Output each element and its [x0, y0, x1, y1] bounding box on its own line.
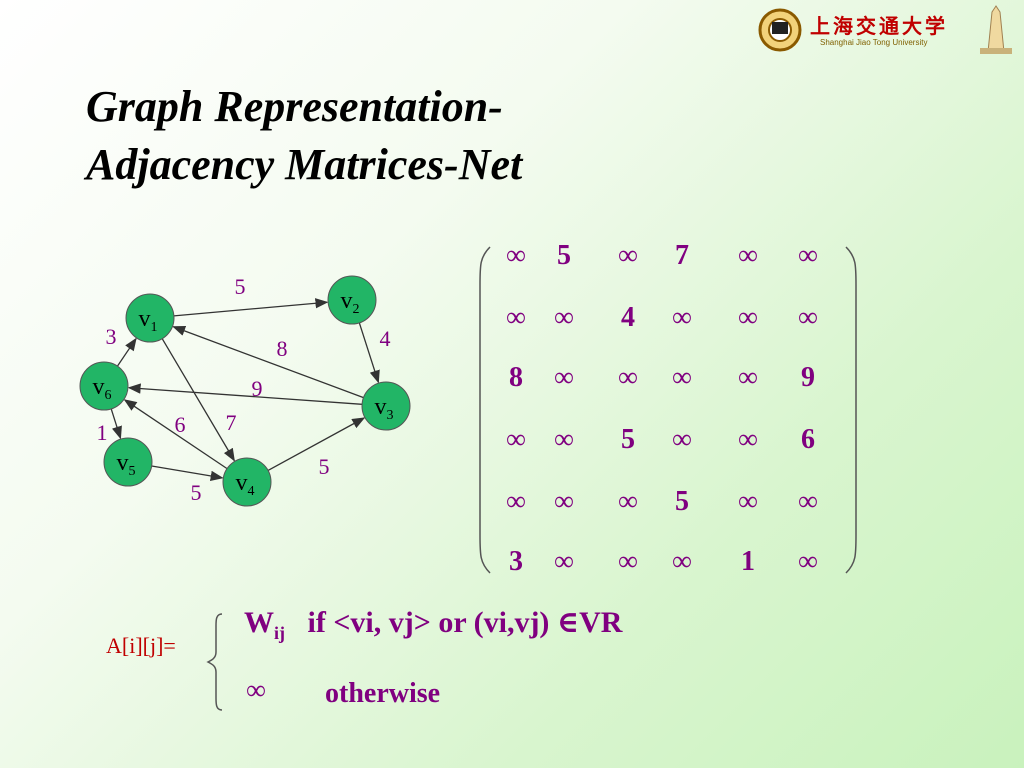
title-line-2: Adjacency Matrices-Net: [86, 140, 523, 189]
matrix-cell-r2-c4: ∞: [672, 302, 692, 333]
formula-infinity: ∞: [246, 675, 266, 706]
edge-v3-v1: [172, 325, 364, 399]
edge-weight-v1-v4: 7: [226, 410, 237, 435]
university-logo: [758, 5, 1012, 54]
matrix-cell-r6-c2: ∞: [554, 546, 574, 577]
matrix-cell-r5-c5: ∞: [738, 486, 758, 517]
edge-v2-v3: [358, 322, 380, 384]
weight-subscript: ij: [274, 623, 285, 643]
matrix-right-bracket: [845, 246, 857, 574]
formula-weight-case: Wij if <vi, vj> or (vi,vj) ∈VR: [244, 605, 622, 644]
matrix-cell-r4-c2: ∞: [554, 424, 574, 455]
logo-subtitle: Shanghai Jiao Tong University: [820, 38, 928, 47]
matrix-cell-r3-c5: ∞: [738, 362, 758, 393]
title-line-1: Graph Representation-: [86, 82, 503, 131]
matrix-cell-r6-c3: ∞: [618, 546, 638, 577]
edge-weight-v6-v5: 1: [97, 420, 108, 445]
edge-v6-v1: [116, 337, 137, 367]
node-v5: v5: [103, 437, 153, 487]
weight-condition: if <vi, vj> or (vi,vj) ∈VR: [307, 606, 623, 639]
matrix-cell-r1-c3: ∞: [618, 240, 638, 271]
edge-weight-v4-v6: 6: [175, 412, 186, 437]
edge-v1-v4: [161, 338, 235, 462]
matrix-cell-r3-c3: ∞: [618, 362, 638, 393]
edge-weight-v5-v4: 5: [191, 480, 202, 505]
matrix-cell-r6-c4: ∞: [672, 546, 692, 577]
edge-v6-v5: [110, 408, 122, 440]
node-v6: v6: [79, 361, 129, 411]
matrix-cell-r2-c1: ∞: [506, 302, 526, 333]
matrix-cell-r2-c2: ∞: [554, 302, 574, 333]
matrix-cell-r5-c2: ∞: [554, 486, 574, 517]
matrix-cell-r3-c1: 8: [509, 362, 523, 393]
matrix-cell-r4-c5: ∞: [738, 424, 758, 455]
matrix-cell-r6-c1: 3: [509, 546, 523, 577]
edge-weight-v6-v1: 3: [106, 324, 117, 349]
directed-graph: 5 4 897 5 6 5 3 1 v1 v2 v3 v4 v5 v6: [79, 274, 411, 507]
node-v2: v2: [327, 275, 377, 325]
matrix-cell-r5-c6: ∞: [798, 486, 818, 517]
edge-v3-v6: [127, 383, 363, 405]
edge-weight-v2-v3: 4: [380, 326, 391, 351]
matrix-cell-r6-c5: 1: [741, 546, 755, 577]
matrix-cell-r4-c4: ∞: [672, 424, 692, 455]
edge-v1-v2: [173, 298, 329, 317]
edge-weight-v1-v2: 5: [235, 274, 246, 299]
matrix-cell-r4-c1: ∞: [506, 424, 526, 455]
node-v1: v1: [125, 293, 175, 343]
logo-text: 上海交通大学: [810, 16, 948, 38]
edge-weight-v4-v3: 5: [319, 454, 330, 479]
node-v4: v4: [222, 457, 272, 507]
matrix-cell-r5-c4: 5: [675, 486, 689, 517]
matrix-cell-r2-c6: ∞: [798, 302, 818, 333]
matrix-cell-r3-c2: ∞: [554, 362, 574, 393]
edge-v4-v6: [123, 399, 228, 470]
matrix-left-bracket: [479, 246, 491, 574]
matrix-cell-r4-c3: 5: [621, 424, 635, 455]
formula-brace: [206, 613, 223, 711]
matrix-cell-r5-c3: ∞: [618, 486, 638, 517]
matrix-cell-r1-c2: 5: [557, 240, 571, 271]
matrix-cell-r2-c5: ∞: [738, 302, 758, 333]
matrix-cell-r4-c6: 6: [801, 424, 815, 455]
edge-weight-v3-v1: 8: [277, 336, 288, 361]
formula-otherwise: otherwise: [325, 678, 441, 709]
node-v3: v3: [361, 381, 411, 431]
matrix-cell-r2-c3: 4: [621, 302, 635, 333]
matrix-cell-r3-c6: 9: [801, 362, 815, 393]
slide-title: Graph Representation- Adjacency Matrices…: [86, 78, 522, 194]
matrix-cell-r3-c4: ∞: [672, 362, 692, 393]
matrix-cell-r1-c1: ∞: [506, 240, 526, 271]
matrix-cell-r5-c1: ∞: [506, 486, 526, 517]
weight-symbol: W: [244, 606, 274, 639]
edge-v4-v3: [267, 417, 366, 472]
edge-v5-v4: [151, 465, 224, 482]
matrix-cell-r6-c6: ∞: [798, 546, 818, 577]
matrix-cell-r1-c6: ∞: [798, 240, 818, 271]
formula-label: A[i][j]=: [106, 633, 176, 658]
matrix-cell-r1-c5: ∞: [738, 240, 758, 271]
edge-weight-v3-v6: 9: [252, 376, 263, 401]
matrix-cell-r1-c4: 7: [675, 240, 689, 271]
